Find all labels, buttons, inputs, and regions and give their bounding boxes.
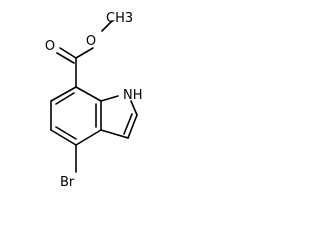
atom-label-bromine: Br <box>60 175 75 190</box>
bond-carbonyl-primary <box>59 47 77 59</box>
atom-label-carbonyl-oxygen: O <box>45 39 55 54</box>
bond-c3-c3a <box>100 129 129 139</box>
atom-label-nh: NH <box>123 88 143 103</box>
bond-o-ch3 <box>101 20 113 32</box>
bond-ring-c7-c6-double <box>55 92 75 105</box>
bond-n1-c2 <box>130 100 138 116</box>
bond-c7a-n1 <box>100 95 119 102</box>
molecule-structure: CH3 O O NH Br <box>45 11 143 190</box>
bond-c2-c3-double <box>123 113 133 135</box>
bond-c2-c3 <box>127 114 138 139</box>
atom-label-ether-oxygen: O <box>86 34 96 49</box>
bond-ring-c7a-c7 <box>75 86 102 102</box>
bond-ring-c7-c6 <box>50 86 77 102</box>
bond-ring-c5-c4 <box>50 129 77 146</box>
bond-ester-o-carbon <box>75 47 94 59</box>
bond-ring-c5-c4-double <box>55 126 77 140</box>
atom-label-ch3: CH3 <box>106 11 133 26</box>
bond-ring-c4-c3a <box>75 129 102 146</box>
bond-carbonyl-secondary <box>56 52 75 64</box>
